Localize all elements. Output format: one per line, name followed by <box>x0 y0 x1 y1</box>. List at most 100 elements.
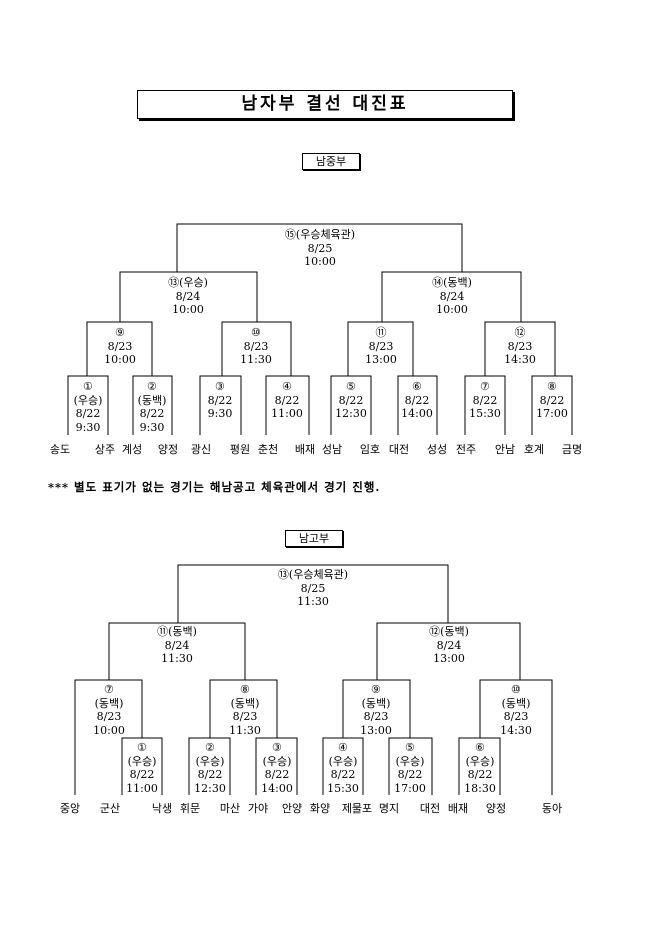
high-team-label: 가야 <box>247 802 269 815</box>
match-info-line: 11:30 <box>161 652 193 665</box>
middle-team-label: 호계 <box>523 443 545 456</box>
match-info-line: ⑫ <box>514 326 526 339</box>
high-bracket-lines <box>74 564 553 795</box>
match-info-line: ⑤ <box>405 741 415 754</box>
match-info-line: ④ <box>338 741 348 754</box>
match-info-line: 8/23 <box>507 339 533 353</box>
match-info-line: ① <box>83 380 93 393</box>
match-info-line: 14:30 <box>504 353 536 366</box>
match-info-line: ② <box>205 741 215 754</box>
match-info-line: 14:30 <box>500 723 532 737</box>
high-team-label: 대전 <box>419 802 441 815</box>
middle-team-label: 배재 <box>294 443 316 456</box>
match-info-line: ⑪(동백) <box>157 625 197 638</box>
high-team-label: 배재 <box>447 802 469 815</box>
match-info-line: 8/25 <box>300 581 326 595</box>
high-team-label: 휘문 <box>179 802 201 815</box>
match-info-line: 8/23 <box>503 710 529 723</box>
middle-team-label: 안남 <box>494 443 516 456</box>
match-info-line: 8/23 <box>243 339 269 353</box>
match-info-line: 10:00 <box>304 255 336 268</box>
match-info-line: 13:00 <box>360 723 392 737</box>
match-info-line: ④ <box>282 380 292 393</box>
match-info-line: ⑧ <box>547 380 557 393</box>
high-team-label: 제물포 <box>341 802 373 815</box>
match-info-line: 14:00 <box>261 781 293 795</box>
match-info-line: (우승) <box>328 754 358 768</box>
match-info-line: 9:30 <box>207 407 233 420</box>
middle-school-label: 남중부 <box>302 153 360 170</box>
match-info-line: ② <box>147 380 157 393</box>
match-info-line: ⑧ <box>240 683 250 696</box>
match-info-line: 8/22 <box>467 768 493 781</box>
high-team-label: 군산 <box>99 802 121 815</box>
match-info-line: 8/23 <box>96 710 122 723</box>
match-info-line: (우승) <box>262 754 292 768</box>
match-info-line: 8/24 <box>436 638 462 652</box>
venue-note: *** 별도 표기가 없는 경기는 해남공고 체육관에서 경기 진행. <box>48 480 381 494</box>
match-info-line: 8/23 <box>368 339 394 353</box>
match-info-line: 12:30 <box>194 781 226 795</box>
match-info-line: 12:30 <box>335 407 367 420</box>
match-info-line: 15:30 <box>469 407 501 420</box>
match-info-line: ⑮(우승체육관) <box>284 228 356 241</box>
match-info-line: 15:30 <box>327 781 359 795</box>
middle-bracket-lines <box>67 223 573 435</box>
match-info-line: (동백) <box>94 696 124 710</box>
match-info-line: (우승) <box>395 754 425 768</box>
high-team-label: 명지 <box>378 802 400 815</box>
match-info-line: 11:30 <box>229 723 261 737</box>
match-info-line: 8/22 <box>264 768 290 781</box>
match-info-line: (우승) <box>73 393 103 407</box>
high-team-label: 화양 <box>309 802 331 815</box>
match-info-line: 13:00 <box>365 353 397 366</box>
match-info-line: 8/22 <box>404 393 430 407</box>
middle-team-label: 계성 <box>121 443 143 456</box>
middle-team-label: 성남 <box>321 443 343 456</box>
middle-team-label: 전주 <box>455 443 477 456</box>
match-info-line: ⑨ <box>371 683 381 696</box>
match-info-line: 8/24 <box>164 638 190 652</box>
match-info-line: 8/22 <box>139 407 165 420</box>
match-info-line: 8/25 <box>307 241 333 255</box>
match-info-line: 11:00 <box>126 781 158 795</box>
match-info-line: ③ <box>215 380 225 393</box>
match-info-line: 8/22 <box>207 393 233 407</box>
high-team-label: 동아 <box>541 802 563 815</box>
high-team-label: 낙생 <box>151 802 173 815</box>
match-info-line: 10:00 <box>436 303 468 316</box>
match-info-line: ⑤ <box>346 380 356 393</box>
middle-team-label: 금명 <box>561 443 583 456</box>
match-info-line: (동백) <box>137 393 167 407</box>
match-info-line: ③ <box>272 741 282 754</box>
match-info-line: 8/24 <box>439 289 465 303</box>
match-info-line: (동백) <box>361 696 391 710</box>
match-info-line: ⑭(동백) <box>432 276 472 289</box>
middle-team-label: 평원 <box>229 443 251 456</box>
match-info-line: ⑨ <box>115 326 125 339</box>
middle-team-label: 양정 <box>157 443 179 456</box>
match-info-line: (우승) <box>127 754 157 768</box>
middle-team-label: 대전 <box>388 443 410 456</box>
match-info-line: 13:00 <box>433 652 465 665</box>
match-info-line: (동백) <box>501 696 531 710</box>
match-info-line: 9:30 <box>139 420 165 434</box>
high-school-label: 남고부 <box>285 530 343 547</box>
